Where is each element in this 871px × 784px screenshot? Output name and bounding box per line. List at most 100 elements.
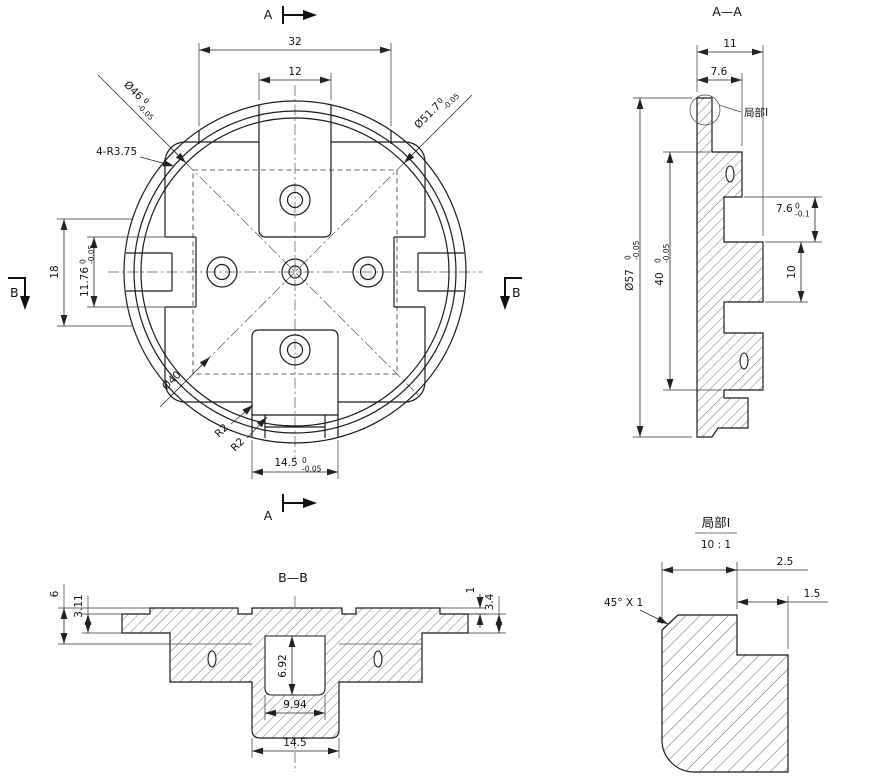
tol-lower: -0.05 — [87, 244, 96, 264]
bb-hole-right — [373, 650, 383, 668]
dim-text-bb145: 14.5 — [283, 737, 306, 749]
dim-front-18: 18 — [49, 218, 133, 327]
section-marker-a-top: A — [264, 6, 317, 24]
tol-lower: -0.05 — [302, 465, 322, 474]
dim-bb-994: 9.94 — [264, 695, 326, 720]
tol-lower: -0.05 — [632, 240, 641, 260]
dim-text-25: 2.5 — [777, 556, 794, 568]
clover-bottom-right — [338, 307, 426, 403]
bolt-hole-left — [206, 256, 238, 288]
tol-lower: -0.1 — [795, 210, 810, 219]
dim-aa-76-top: 7.6 — [697, 66, 743, 146]
section-marker-b-right: B — [500, 277, 522, 310]
dim-bb-311: 3.11 — [73, 594, 122, 634]
bolt-hole-right — [352, 256, 384, 288]
dim-text-r2: R2 — [229, 436, 247, 454]
section-aa-title: A—A — [712, 4, 742, 19]
front-view: 32 12 A A B B 18 — [8, 6, 522, 523]
dim-front-12: 12 — [258, 66, 332, 100]
label-dia517: Ø51.7 0 -0.05 — [403, 91, 473, 164]
dim-front-1176: 11.76 0 -0.05 — [79, 236, 196, 308]
tol-upper: 0 — [654, 258, 663, 263]
section-marker-b-left: B — [8, 277, 30, 310]
label-r2-1: R2 — [213, 404, 254, 440]
detail-profile — [661, 614, 789, 773]
label-chamfer: 45° X 1 — [604, 597, 669, 625]
section-hole-top — [725, 165, 735, 183]
dim-text-6: 6 — [49, 590, 61, 597]
dim-text-40: 40 — [654, 272, 666, 285]
dim-aa-76-right: 7.6 0 -0.1 — [744, 196, 822, 243]
dim-text-dia40: Ø40 — [160, 369, 184, 393]
section-label-b-left: B — [10, 285, 19, 300]
section-arrow-icon — [20, 296, 30, 310]
dim-aa-11: 11 — [696, 38, 764, 236]
dim-text-12: 12 — [288, 66, 301, 78]
center-hole — [281, 258, 309, 286]
section-hole-bottom — [739, 352, 749, 370]
section-aa-profile — [696, 97, 764, 438]
dim-text-dia517: Ø51.7 — [412, 100, 443, 131]
dim-text-994: 9.94 — [283, 699, 307, 711]
section-marker-a-bottom: A — [264, 494, 317, 523]
tol-upper: 0 — [302, 456, 307, 465]
label-dia40: Ø40 — [159, 356, 211, 408]
detail-view: 局部I 10 : 1 2.5 1.5 45° X 1 — [604, 515, 828, 773]
bb-center-slot — [264, 635, 326, 696]
tol-lower: -0.05 — [135, 102, 155, 122]
section-bb-title: B—B — [278, 570, 308, 585]
dim-text-311: 3.11 — [73, 594, 85, 617]
dim-text-692: 6.92 — [277, 654, 289, 677]
dim-detail-25: 2.5 — [661, 556, 808, 624]
section-label-a-bottom: A — [264, 508, 273, 523]
dim-text-r2: R2 — [213, 422, 231, 440]
right-notch — [393, 236, 464, 308]
section-bb-view: B—B 6 3.11 1 3.4 6.92 — [49, 570, 506, 772]
dim-aa-40: 40 0 -0.05 — [654, 151, 722, 391]
dim-detail-15: 1.5 — [737, 588, 828, 649]
outer-circle — [123, 100, 467, 444]
tol-upper: 0 — [141, 96, 151, 106]
dim-text-34: 3.4 — [484, 593, 496, 610]
bolt-hole-top — [279, 184, 311, 216]
phantom-square — [192, 169, 398, 375]
label-corner-radius: 4-R3.75 — [96, 146, 175, 167]
dim-text-1176: 11.76 — [79, 267, 91, 297]
bottom-slot — [251, 329, 339, 438]
dim-bb-145: 14.5 — [251, 737, 340, 758]
dim-text-145: 14.5 — [274, 457, 297, 469]
tol-upper: 0 — [79, 259, 88, 264]
tol-lower: -0.05 — [662, 243, 671, 263]
bolt-hole-bottom — [279, 334, 311, 366]
dim-text-76: 7.6 — [711, 66, 728, 78]
detail-ref-label: 局部I — [744, 106, 768, 119]
section-arrow-icon — [500, 296, 510, 310]
dim-text-32: 32 — [288, 36, 301, 48]
dim-aa-10: 10 — [765, 242, 808, 303]
dim-text-dia57: Ø57 — [624, 269, 636, 291]
detail-circle — [689, 94, 721, 126]
dim-text-11: 11 — [723, 38, 736, 50]
dim-front-145: 14.5 0 -0.05 — [251, 440, 339, 479]
section-arrow-icon — [303, 10, 317, 20]
detail-title: 局部I — [702, 515, 731, 530]
tol-upper: 0 — [795, 202, 800, 211]
clover-bottom-left — [164, 307, 252, 403]
section-aa-view: A—A 局部I 11 7.6 Ø57 0 -0.05 40 — [624, 4, 822, 438]
dim-aa-dia57: Ø57 0 -0.05 — [624, 97, 692, 438]
tol-upper: 0 — [624, 255, 633, 260]
inner-rim-circle — [140, 117, 450, 427]
label-r2-2: R2 — [229, 416, 268, 454]
dim-front-32: 32 — [198, 36, 392, 126]
dim-bb-692: 6.92 — [277, 636, 296, 695]
dim-text-r375: 4-R3.75 — [96, 146, 137, 158]
section-label-a-top: A — [264, 7, 273, 22]
dim-text-15: 1.5 — [804, 588, 821, 600]
dim-text-dia46: Ø46 — [121, 79, 145, 103]
detail-scale: 10 : 1 — [701, 539, 731, 551]
bb-hole-left — [207, 650, 217, 668]
dim-text-18: 18 — [49, 265, 61, 278]
middle-circle — [133, 110, 457, 434]
